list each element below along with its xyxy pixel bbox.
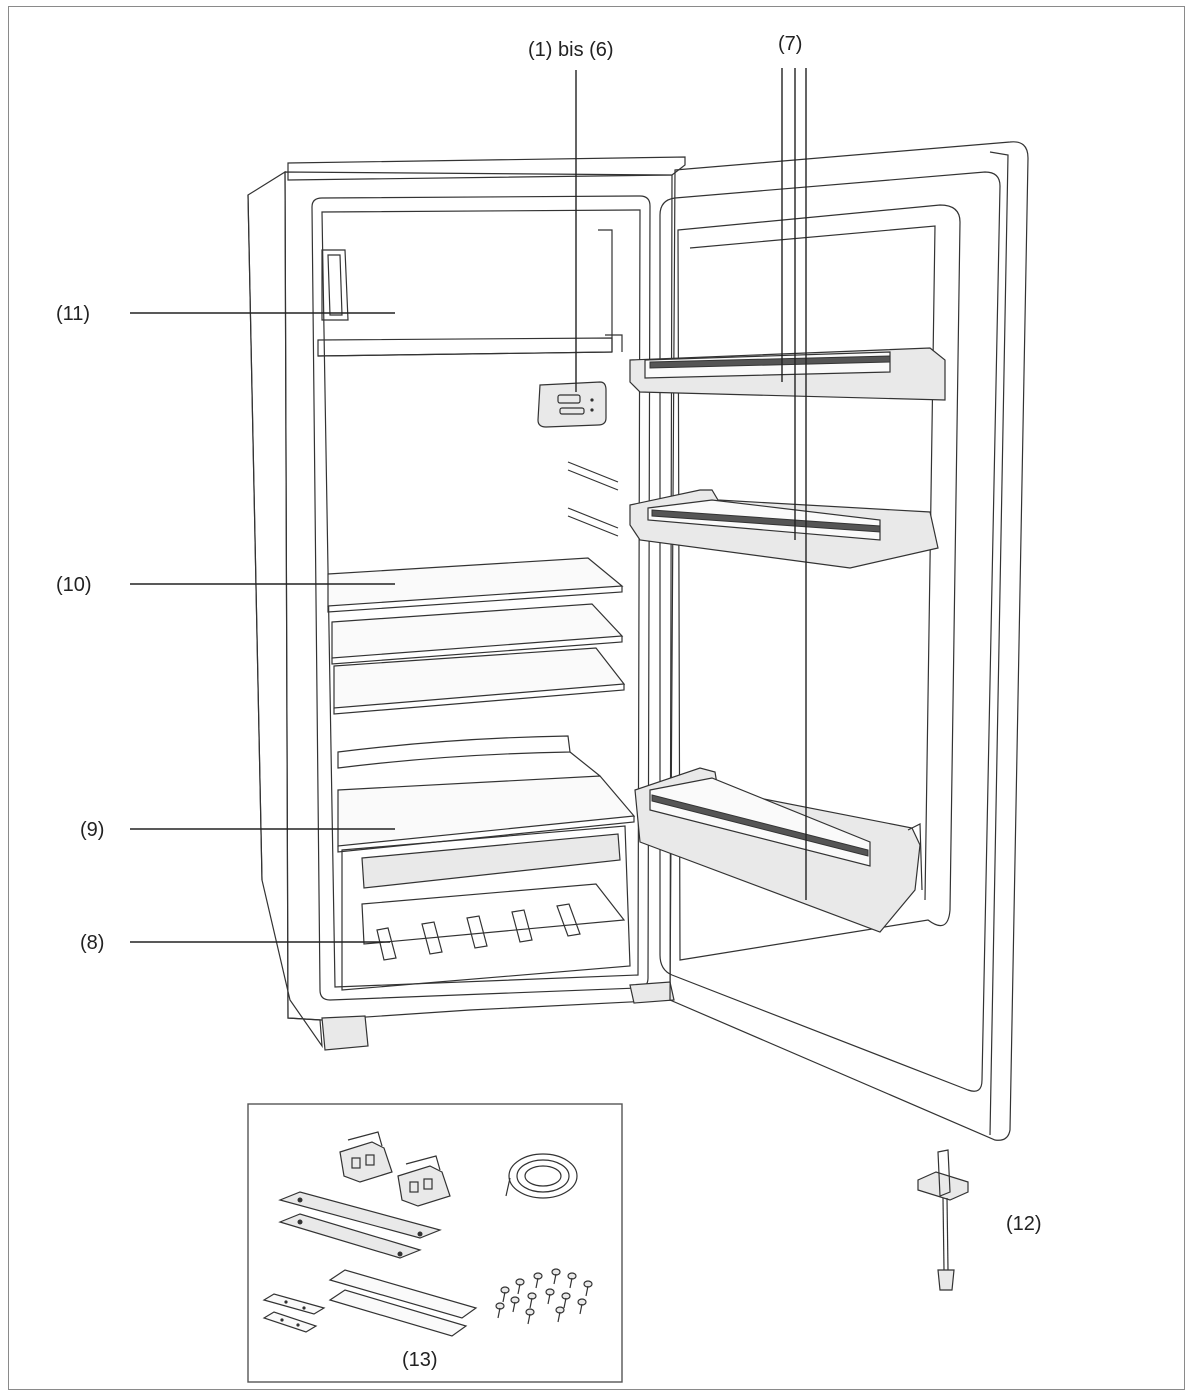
drawer-slots [376, 903, 581, 961]
label-11: (11) [56, 303, 90, 325]
figure-frame [8, 6, 1185, 1390]
screw [567, 1272, 577, 1289]
door-bin-top [629, 347, 946, 401]
screws [495, 1268, 593, 1325]
fridge-door [629, 141, 1029, 1141]
screw [551, 1268, 561, 1285]
screw [527, 1292, 537, 1309]
control-panel [537, 381, 607, 428]
label-10: (10) [56, 574, 92, 596]
glass-shelves [327, 557, 626, 715]
screw [533, 1272, 543, 1289]
accessory-box [247, 1103, 623, 1383]
label-9: (9) [80, 819, 104, 841]
leader-lines [130, 68, 807, 943]
screw [555, 1306, 565, 1323]
screw [577, 1298, 587, 1315]
label-13: (13) [402, 1349, 438, 1371]
small-plates [262, 1293, 326, 1333]
crisper-cover [337, 735, 636, 853]
coiled-seal [505, 1153, 578, 1199]
door-bin-middle [629, 489, 939, 569]
part-labels: (1) bis (6) (7) (11) (10) (9) (8) (12) (… [56, 33, 1042, 1371]
mounting-rails [278, 1191, 478, 1337]
hinge-brackets [339, 1131, 451, 1207]
door-bin-bottom [634, 767, 923, 933]
screw [525, 1308, 535, 1325]
label-1-to-6: (1) bis (6) [528, 39, 614, 61]
screw [500, 1286, 510, 1303]
screw [515, 1278, 525, 1295]
label-8: (8) [80, 932, 104, 954]
screw [495, 1302, 505, 1319]
fridge-cabinet [247, 156, 686, 1051]
door-pin-part [917, 1149, 969, 1291]
label-7: (7) [778, 33, 802, 55]
screw [583, 1280, 593, 1297]
screw [561, 1292, 571, 1309]
screw [545, 1288, 555, 1305]
crisper-drawer [341, 825, 631, 991]
label-12: (12) [1006, 1213, 1042, 1235]
screw [510, 1296, 520, 1313]
